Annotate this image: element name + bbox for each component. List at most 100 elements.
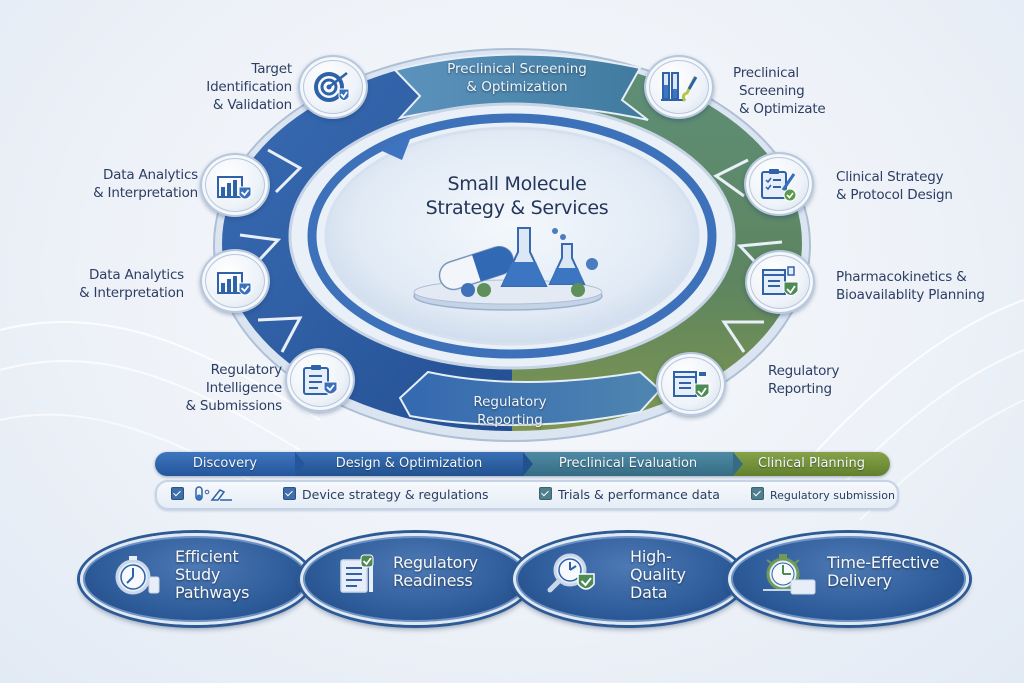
checkbox-checked-icon <box>539 487 552 500</box>
checklist-item-regulatory-submission[interactable]: Regulatory submission <box>751 487 895 505</box>
benefit-text: High- Quality Data <box>630 548 686 602</box>
phase-bar: Discovery Design & Optimization Preclini… <box>155 452 890 476</box>
ring-segment-bottom-line2: Reporting <box>477 412 543 428</box>
phase-discovery[interactable]: Discovery <box>155 452 305 476</box>
checklist-label: Trials & performance data <box>558 487 720 502</box>
phase-preclinical-evaluation[interactable]: Preclinical Evaluation <box>523 452 743 476</box>
node-label-regulatory-reporting: Regulatory Reporting <box>768 362 908 398</box>
checklist-label: Device strategy & regulations <box>302 487 489 502</box>
clipboard-check-icon <box>340 554 374 593</box>
document-shield-icon <box>673 371 710 398</box>
checklist-item-trials[interactable]: Trials & performance data <box>539 486 720 504</box>
node-label-line: Clinical Strategy <box>836 169 944 185</box>
node-label-line: Data Analytics <box>102 167 198 183</box>
clipboard-check-icon <box>303 365 338 395</box>
node-label-clinical-strategy: Clinical Strategy & Protocol Design <box>836 168 1016 204</box>
node-label-line: & Interpretation <box>79 285 184 301</box>
ring-segment-top-line2: & Optimization <box>466 79 568 95</box>
ring-segment-bottom-line1: Regulatory <box>473 394 547 410</box>
checklist-item-lab[interactable] <box>171 486 244 504</box>
benefit-text: Time-Effective Delivery <box>827 554 939 590</box>
benefit-text: Regulatory Readiness <box>393 554 478 590</box>
node-badge-data-analytics-1[interactable] <box>200 153 270 217</box>
checkbox-checked-icon <box>283 487 296 500</box>
center-disc <box>324 126 700 346</box>
node-label-data-analytics-2: Data Analytics & Interpretation <box>30 266 184 302</box>
benefit-time-effective-delivery[interactable]: Time-Effective Delivery <box>728 533 969 625</box>
benefit-text: Efficient Study Pathways <box>175 548 249 602</box>
node-label-line: Reporting <box>768 381 832 397</box>
benefit-line: Efficient <box>175 547 239 566</box>
chevron-right-icon <box>295 452 305 476</box>
benefit-line: Data <box>630 583 668 602</box>
node-label-line: Regulatory <box>210 362 283 378</box>
node-badge-target[interactable] <box>298 55 368 119</box>
benefit-line: Delivery <box>827 571 892 590</box>
node-badge-pharmacokinetics[interactable] <box>745 250 815 314</box>
ring-segment-top-line1: Preclinical Screening <box>447 61 587 77</box>
node-label-line: Target <box>251 61 292 77</box>
phase-label: Design & Optimization <box>335 456 483 471</box>
lab-tools-icon <box>195 486 232 501</box>
checklist-item-device-strategy[interactable]: Device strategy & regulations <box>283 486 489 504</box>
node-badge-data-analytics-2[interactable] <box>200 249 270 313</box>
checkbox-checked-icon <box>171 487 184 500</box>
benefit-line: Time-Effective <box>827 553 940 572</box>
node-label-pharmacokinetics: Pharmacokinetics & Bioavailablity Planni… <box>836 268 1024 304</box>
chevron-right-icon <box>733 452 743 476</box>
benefit-line: Quality <box>630 565 686 584</box>
node-label-line: Preclinical <box>733 65 799 81</box>
test-tubes-icon <box>661 72 698 102</box>
benefit-efficient-study-pathways[interactable]: Efficient Study Pathways <box>80 533 311 625</box>
benefit-line: Regulatory <box>393 553 478 572</box>
phase-label: Discovery <box>192 456 258 471</box>
node-label-regulatory-intelligence: Regulatory Intelligence & Submissions <box>120 361 283 415</box>
pill-flask-illustration <box>413 227 603 311</box>
center-title-line1: Small Molecule <box>447 173 587 195</box>
checklist-label: Regulatory submission <box>770 489 895 502</box>
clipboard-pen-icon <box>761 169 797 202</box>
center-title-line2: Strategy & Services <box>425 197 609 219</box>
magnifier-check-icon <box>547 553 595 593</box>
node-label-target: Target Identification & Validation <box>140 60 292 114</box>
node-badge-preclinical-screening[interactable] <box>644 55 714 119</box>
bar-chart-check-icon <box>217 176 252 200</box>
center-title: Small Molecule Strategy & Services <box>392 172 642 220</box>
inner-ring-blue <box>307 113 717 359</box>
node-label-preclinical-screening: Preclinical Screening & Optimizate <box>733 64 873 118</box>
phase-label: Preclinical Evaluation <box>558 456 698 471</box>
node-badge-regulatory-intelligence[interactable] <box>285 348 355 412</box>
benefit-line: High- <box>630 547 672 566</box>
phase-label: Clinical Planning <box>757 456 865 471</box>
node-label-line: & Validation <box>212 97 292 113</box>
benefit-regulatory-readiness[interactable]: Regulatory Readiness <box>300 533 531 625</box>
benefit-line: Pathways <box>175 583 250 602</box>
chevron-right-icon <box>523 452 533 476</box>
node-label-line: Pharmacokinetics & <box>836 269 967 285</box>
stopwatch-icon <box>115 556 160 595</box>
benefit-high-quality-data[interactable]: High- Quality Data <box>513 533 744 625</box>
node-label-line: Identification <box>206 79 292 95</box>
checkbox-checked-icon <box>751 487 764 500</box>
target-icon <box>314 72 350 102</box>
inner-ring-arrow-icon <box>380 134 412 160</box>
node-badge-clinical-strategy[interactable] <box>744 152 814 216</box>
phase-design-optimization[interactable]: Design & Optimization <box>295 452 533 476</box>
node-label-line: & Protocol Design <box>836 187 953 203</box>
node-label-line: & Submissions <box>185 398 283 414</box>
ring-segment-blue <box>222 55 512 431</box>
node-label-line: Regulatory <box>768 363 840 379</box>
ring-segment-bottom <box>398 370 662 427</box>
benefit-line: Readiness <box>393 571 473 590</box>
node-label-data-analytics-1: Data Analytics & Interpretation <box>40 166 198 202</box>
ring-segment-bottom-label: Regulatory Reporting <box>440 393 580 429</box>
ring-segment-top-label: Preclinical Screening & Optimization <box>412 60 622 96</box>
node-label-line: & Optimizate <box>739 101 826 117</box>
stopwatch-icon <box>763 554 816 595</box>
phase-clinical-planning[interactable]: Clinical Planning <box>733 452 890 476</box>
node-label-line: Intelligence <box>205 380 282 396</box>
node-label-line: Data Analytics <box>88 267 184 283</box>
node-badge-regulatory-reporting[interactable] <box>656 352 726 416</box>
